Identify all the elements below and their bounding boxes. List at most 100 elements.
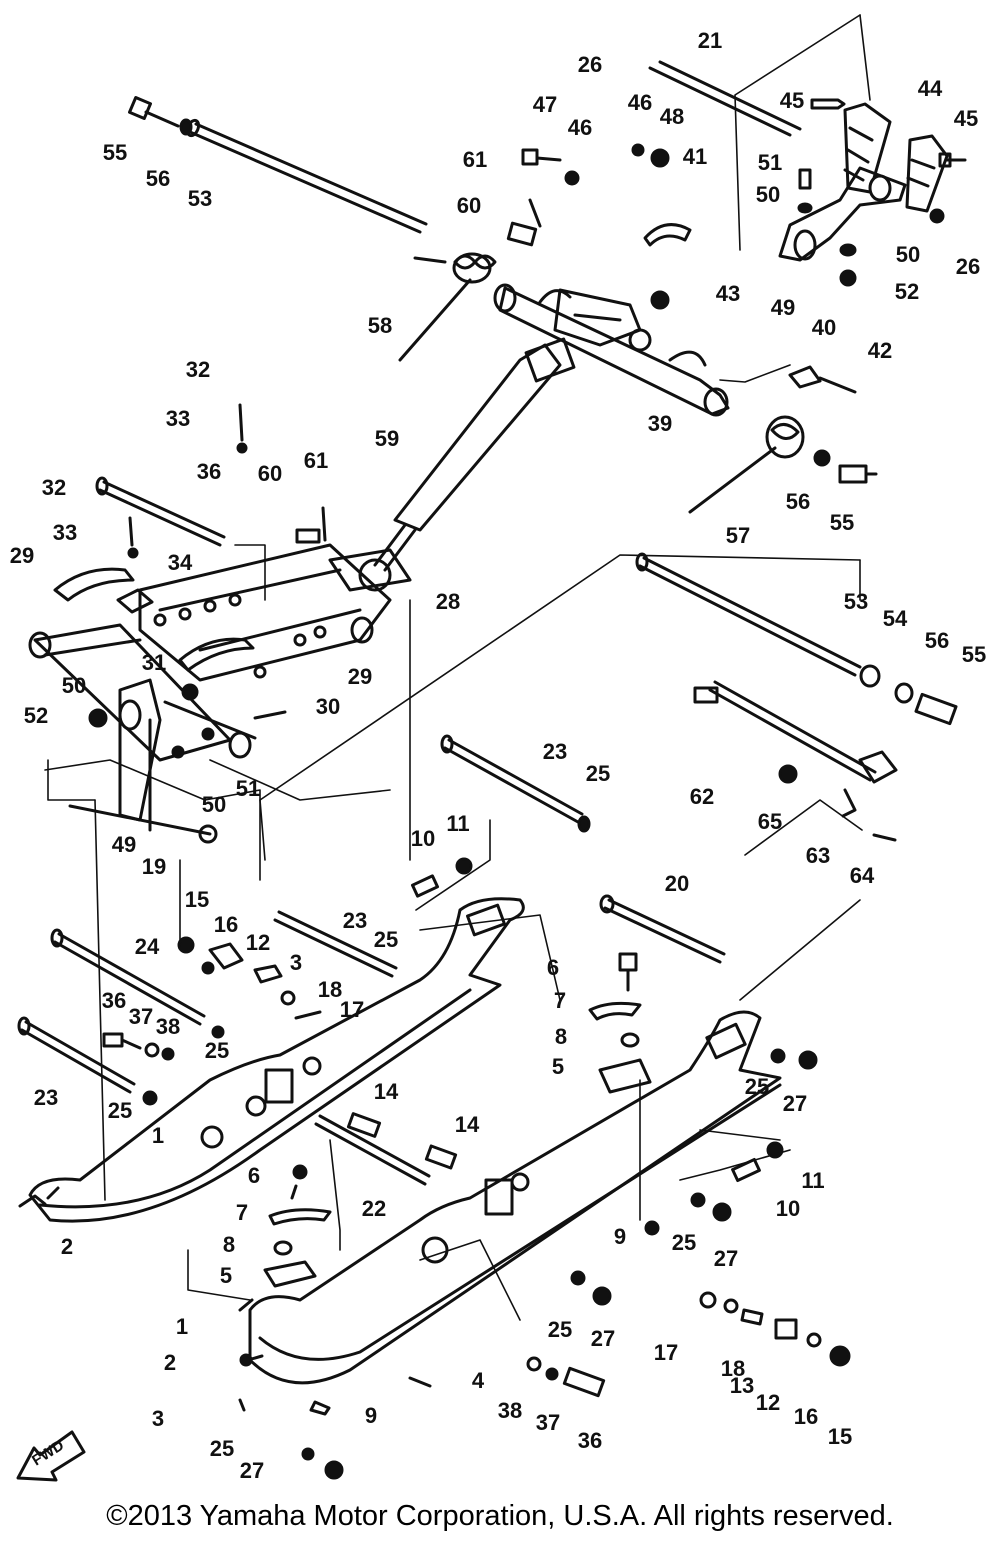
callout-label: 52 [895,279,919,304]
fwd-arrow-icon: FWD [16,1430,86,1482]
callout-label: 9 [365,1403,377,1428]
callout-label: 45 [780,88,804,113]
callout-label: 53 [844,589,868,614]
front-arm-assembly [28,403,411,881]
callout-label: 9 [614,1224,626,1249]
callout-label: 28 [436,589,460,614]
callout-label: 52 [24,703,48,728]
callout-label: 12 [756,1390,780,1415]
callout-label: 15 [828,1424,852,1449]
callout-label: 46 [568,115,592,140]
callout-label: 25 [745,1074,769,1099]
callout-label: 29 [348,664,372,689]
upper-shaft-assembly [128,14,967,514]
slide-rails [18,799,861,1480]
callout-label: 51 [236,776,260,801]
callout-label: 27 [714,1246,738,1271]
callout-label: 27 [240,1458,264,1483]
callout-label: 44 [918,76,943,101]
callout-label: 29 [10,543,34,568]
callout-label: 14 [455,1112,480,1137]
callout-label: 58 [368,313,392,338]
callout-label: 40 [812,315,836,340]
callout-label: 50 [202,792,226,817]
callout-label: 21 [698,28,722,53]
middle-shafts [17,552,958,1186]
callout-label: 11 [801,1168,824,1193]
callout-label: 25 [205,1038,229,1063]
callout-label: 26 [578,52,602,77]
callout-label: 23 [343,908,367,933]
callout-label: 5 [220,1263,232,1288]
callout-label: 36 [102,988,126,1013]
callout-label: 60 [258,461,282,486]
callout-label: 1 [152,1123,164,1148]
callout-label: 64 [850,863,875,888]
callout-label: 27 [783,1091,807,1116]
callout-label: 50 [756,182,780,207]
callout-label: 38 [498,1398,522,1423]
callout-label: 27 [591,1326,615,1351]
callout-label: 36 [578,1428,602,1453]
callout-label: 7 [236,1200,248,1225]
callout-label: 11 [446,811,469,836]
parts-diagram: FWD 212645444547464648555653615150416050… [10,14,986,1483]
callout-label: 48 [660,104,684,129]
callout-label: 17 [340,997,364,1022]
callout-label: 60 [457,193,481,218]
callout-label: 10 [411,826,435,851]
copyright-notice: ©2013 Yamaha Motor Corporation, U.S.A. A… [106,1500,894,1532]
callout-label: 32 [42,475,66,500]
callout-label: 54 [883,606,908,631]
callout-label: 22 [362,1196,386,1221]
callout-label: 25 [108,1098,132,1123]
callout-label: 15 [185,887,209,912]
callout-label: 25 [586,761,610,786]
callout-label: 6 [248,1163,260,1188]
callout-label: 1 [176,1314,188,1339]
callout-label: 33 [53,520,77,545]
callout-label: 23 [34,1085,58,1110]
callout-label: 3 [290,950,302,975]
callout-label: 37 [536,1410,560,1435]
callout-label: 56 [786,489,810,514]
callout-label: 14 [374,1079,399,1104]
callout-label: 20 [665,871,689,896]
callout-label: 36 [197,459,221,484]
callout-label: 49 [771,295,795,320]
callout-label: 19 [142,854,166,879]
callout-label: 23 [543,739,567,764]
callout-label: 43 [716,281,740,306]
callout-label: 32 [186,357,210,382]
callout-label: 61 [463,147,487,172]
callout-label: 50 [62,673,86,698]
callout-label: 34 [168,550,193,575]
callout-label: 6 [547,955,559,980]
callout-label: 17 [654,1340,678,1365]
callout-label: 56 [925,628,949,653]
callout-label: 59 [375,426,399,451]
callout-label: 16 [214,912,238,937]
callout-label: 25 [374,927,398,952]
callout-label: 39 [648,411,672,436]
callout-label: 4 [472,1368,485,1393]
callout-label: 2 [164,1350,176,1375]
callout-label: 16 [794,1404,818,1429]
callout-label: 61 [304,448,328,473]
callout-label: 65 [758,809,782,834]
callout-label: 55 [830,510,854,535]
callout-label: 56 [146,166,170,191]
callout-label: 47 [533,92,557,117]
callout-label: 41 [683,144,707,169]
callout-label: 25 [548,1317,572,1342]
callout-label: 57 [726,523,750,548]
callout-label: 38 [156,1014,180,1039]
callout-label: 51 [758,150,782,175]
callout-label: 18 [318,977,342,1002]
callout-label: 33 [166,406,190,431]
callout-label: 62 [690,784,714,809]
callout-label: 3 [152,1406,164,1431]
callout-label: 45 [954,106,978,131]
callout-label: 30 [316,694,340,719]
callout-label: 24 [135,934,160,959]
